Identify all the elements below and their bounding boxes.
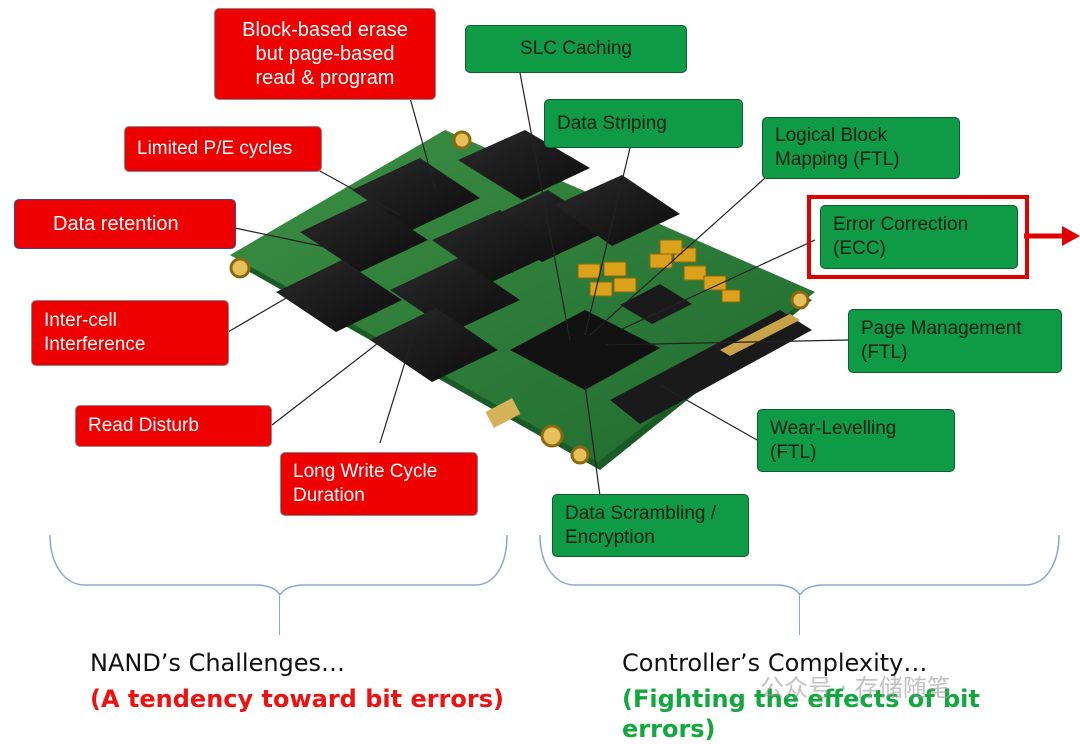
challenge-pe-cycles: Limited P/E cycles (124, 126, 322, 172)
nand-challenges-caption: NAND’s Challenges… (90, 649, 346, 677)
capacitors (577, 239, 741, 303)
feature-error-correction: Error Correction (ECC) (820, 205, 1018, 269)
mount-hole (570, 445, 590, 465)
nand-chip (352, 158, 480, 230)
feature-data-striping: Data Striping (544, 99, 743, 148)
ecc-arrow-icon (1024, 226, 1080, 246)
nand-chip (370, 308, 498, 382)
controller-complexity-caption: Controller’s Complexity… (622, 649, 928, 677)
feature-page-management: Page Management (FTL) (848, 309, 1062, 373)
nand-chips (276, 130, 680, 382)
left-brace (49, 535, 508, 595)
nand-chip (458, 130, 590, 200)
feature-slc-caching: SLC Caching (465, 25, 687, 73)
nand-chip (555, 175, 680, 246)
sata-pins (720, 314, 800, 356)
nand-chip (432, 210, 560, 282)
nand-challenges-subcaption: (A tendency toward bit errors) (90, 685, 504, 713)
nand-chip (480, 190, 610, 262)
mount-hole (790, 290, 810, 310)
dram-chip (620, 284, 692, 324)
leader-lines (227, 72, 849, 497)
right-brace-tail (799, 593, 800, 635)
challenge-block-erase: Block-based erase but page-based read & … (214, 8, 436, 100)
challenge-read-disturb: Read Disturb (75, 405, 272, 447)
mount-hole (229, 257, 251, 279)
challenge-long-write: Long Write Cycle Duration (280, 452, 478, 516)
left-brace-tail (279, 593, 280, 635)
nand-chip (276, 260, 402, 332)
controller-chip (510, 310, 660, 390)
nand-chip (300, 200, 428, 272)
controller-complexity-subcaption: (Fighting the effects of bit errors) (622, 685, 980, 743)
feature-logical-block-mapping: Logical Block Mapping (FTL) (762, 117, 960, 179)
feature-wear-levelling: Wear-Levelling (FTL) (757, 409, 955, 472)
mount-hole (452, 130, 472, 150)
right-brace (539, 535, 1060, 595)
challenge-data-retention: Data retention (14, 199, 236, 249)
mount-hole (540, 424, 564, 448)
challenge-inter-cell: Inter-cell Interference (31, 300, 229, 366)
watermark: 公众号 · 存储随笔 (760, 674, 951, 702)
test-pad (485, 398, 521, 428)
feature-data-scrambling: Data Scrambling / Encryption (552, 494, 749, 557)
nand-chip (390, 258, 520, 332)
